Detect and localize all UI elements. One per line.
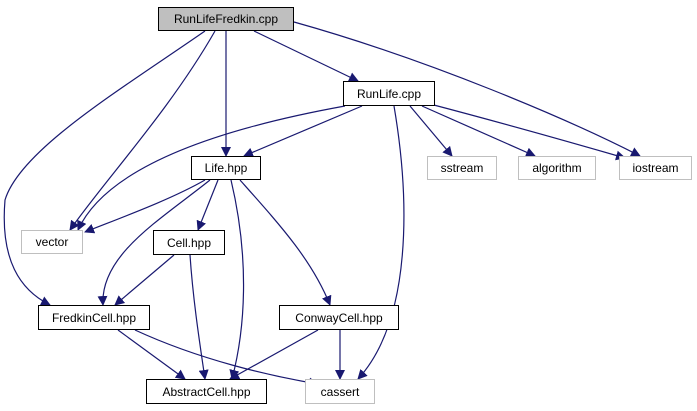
edge-runlife-cpp-to-vector (77, 105, 346, 231)
node-iostream[interactable]: iostream (619, 156, 692, 180)
edge-runlifefredkin-cpp-to-iostream (293, 21, 641, 157)
edge-runlife-cpp-to-sstream (409, 105, 453, 157)
edge-runlifefredkin-cpp-to-runlife-cpp (253, 30, 359, 82)
node-conwaycell-hpp[interactable]: ConwayCell.hpp (279, 305, 399, 330)
edge-life-hpp-to-conwaycell-hpp (239, 179, 332, 306)
edge-runlifefredkin-cpp-to-fredkincell-hpp (3, 30, 206, 306)
node-cassert[interactable]: cassert (305, 379, 375, 404)
node-abstractcell-hpp[interactable]: AbstractCell.hpp (146, 379, 267, 404)
edge-life-hpp-to-abstractcell-hpp (229, 179, 245, 380)
edge-cell-hpp-to-abstractcell-hpp (189, 254, 209, 380)
edge-fredkincell-hpp-to-cassert (134, 329, 319, 388)
edge-layer (3, 21, 641, 388)
edge-life-hpp-to-fredkincell-hpp (97, 179, 211, 306)
edge-life-hpp-to-vector (84, 179, 206, 234)
node-sstream[interactable]: sstream (427, 156, 497, 180)
edge-runlife-cpp-to-iostream (429, 103, 626, 161)
edge-runlifefredkin-cpp-to-vector (69, 30, 216, 231)
node-cell-hpp[interactable]: Cell.hpp (153, 230, 225, 255)
edge-runlife-cpp-to-cassert (357, 105, 405, 380)
edge-fredkincell-hpp-to-abstractcell-hpp (117, 329, 186, 380)
node-life-hpp[interactable]: Life.hpp (191, 156, 261, 180)
node-runlifefredkin-cpp[interactable]: RunLifeFredkin.cpp (158, 7, 294, 31)
edge-conwaycell-hpp-to-abstractcell-hpp (229, 329, 319, 380)
edge-runlife-cpp-to-life-hpp (243, 105, 363, 158)
edge-runlife-cpp-to-algorithm (421, 105, 536, 157)
edge-life-hpp-to-cell-hpp (196, 179, 219, 231)
node-vector[interactable]: vector (21, 230, 83, 254)
node-algorithm[interactable]: algorithm (518, 156, 596, 180)
node-runlife-cpp[interactable]: RunLife.cpp (343, 81, 435, 106)
edge-cell-hpp-to-fredkincell-hpp (114, 254, 175, 306)
node-fredkincell-hpp[interactable]: FredkinCell.hpp (38, 305, 150, 330)
